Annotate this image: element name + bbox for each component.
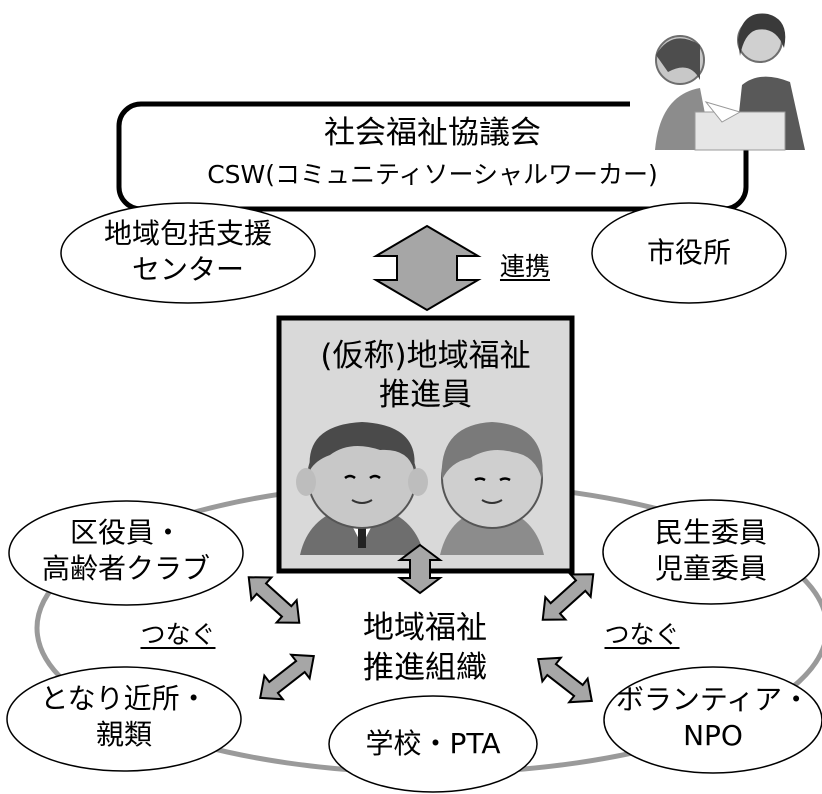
organization-label-line1: 地域福祉 (363, 610, 487, 646)
volunteer-npo-label-line1: ボランティア・ (615, 683, 811, 716)
neighbors-label-line2: 親類 (95, 718, 152, 751)
welfare-commissioners-oval (602, 499, 820, 605)
council-title: 社会福祉協議会 (324, 115, 541, 151)
city-hall-oval (591, 202, 787, 304)
regional-support-center-oval (60, 202, 316, 304)
woman-face-illustration (440, 422, 544, 555)
promoter-organization-double-arrow-icon (397, 543, 443, 595)
promoter-title-line2: 推進員 (379, 377, 472, 413)
volunteer-npo-oval (603, 666, 822, 774)
council-box (116, 101, 749, 212)
volunteer-npo-label-line2: NPO (683, 719, 743, 752)
school-pta-label: 学校・PTA (365, 727, 501, 760)
welfare-commissioners-label-line1: 民生委員 (654, 516, 767, 549)
city-hall-label: 市役所 (646, 236, 731, 269)
man-face-illustration (296, 422, 428, 555)
consultation-illustration (630, 13, 820, 151)
promoter-title-line1: (仮称)地域福祉 (320, 338, 531, 374)
ward-officers-oval (8, 500, 244, 606)
volunteer-double-arrow-icon (537, 656, 593, 704)
connect-right-label: つなぐ (604, 620, 680, 649)
welfare-commissioners-label-line2: 児童委員 (654, 552, 767, 585)
school-pta-oval (328, 695, 538, 793)
neighbors-label-line1: となり近所・ (40, 682, 208, 715)
ward-officers-label-line2: 高齢者クラブ (41, 552, 210, 585)
organization-label-line2: 推進組織 (363, 650, 487, 686)
neighbors-oval (6, 666, 242, 772)
regional-support-center-label-line2: センター (131, 253, 244, 286)
link-double-arrow-icon (372, 224, 482, 312)
ward-double-arrow-icon (247, 576, 301, 624)
council-subtitle: CSW(コミュニティソーシャルワーカー) (207, 160, 658, 189)
ward-officers-label-line1: 区役員・ (69, 516, 182, 549)
link-label: 連携 (499, 252, 550, 281)
connect-left-label: つなぐ (140, 620, 216, 649)
regional-support-center-label-line1: 地域包括支援 (103, 217, 272, 250)
neighbors-double-arrow-icon (259, 653, 315, 701)
welfare-double-arrow-icon (541, 573, 595, 621)
